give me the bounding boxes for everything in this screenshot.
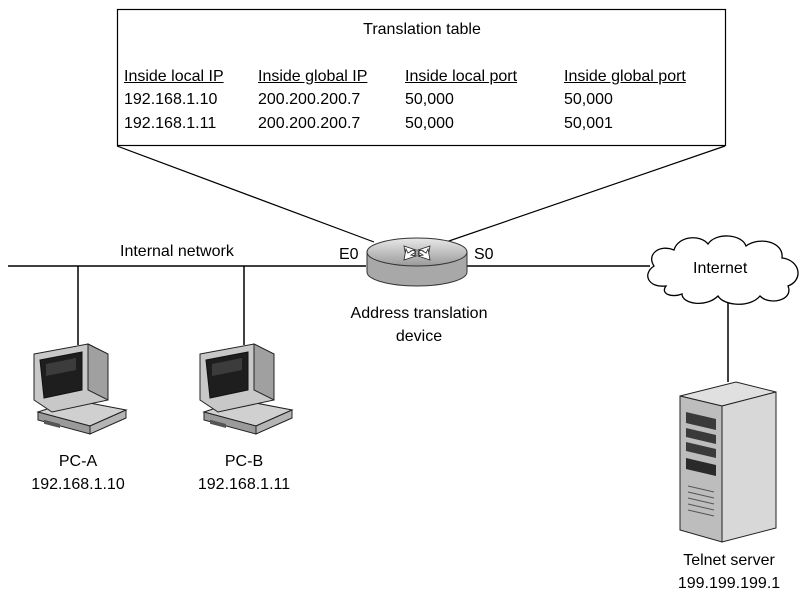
internal-network-label: Internal network <box>120 243 234 260</box>
cloud-icon <box>647 235 799 305</box>
s0-interface-label: S0 <box>474 246 494 263</box>
pc-b-name: PC-B <box>224 453 264 470</box>
table-cell: 50,000 <box>405 115 454 132</box>
server-ip: 199.199.199.1 <box>677 575 781 592</box>
table-header-inside-local-ip: Inside local IP <box>124 68 224 85</box>
desktop-pc-icon <box>199 343 294 435</box>
table-header-inside-global-port: Inside global port <box>564 68 686 85</box>
table-cell: 50,001 <box>564 115 613 132</box>
table-cell: 50,000 <box>564 91 613 108</box>
pc-b-ip: 192.168.1.11 <box>197 476 291 493</box>
router-icon <box>366 237 468 287</box>
tower-server-icon <box>679 381 777 543</box>
server-name: Telnet server <box>683 552 775 569</box>
e0-interface-label: E0 <box>339 246 359 263</box>
table-cell: 192.168.1.11 <box>124 115 217 132</box>
pc-a-ip: 192.168.1.10 <box>31 476 125 493</box>
table-cell: 200.200.200.7 <box>258 91 361 108</box>
translation-table-title: Translation table <box>363 21 481 38</box>
table-header-inside-local-port: Inside local port <box>405 68 518 85</box>
pc-a-name: PC-A <box>58 453 98 470</box>
callout-line-left <box>116 145 375 243</box>
table-cell: 200.200.200.7 <box>258 115 361 132</box>
callout-line-right <box>445 145 726 243</box>
translation-table-box <box>116 8 727 147</box>
table-cell: 192.168.1.10 <box>124 91 218 108</box>
table-cell: 50,000 <box>405 91 454 108</box>
table-header-inside-global-ip: Inside global IP <box>258 68 368 85</box>
internet-label: Internet <box>693 260 748 277</box>
router-label-line1: Address translation <box>350 305 488 322</box>
desktop-pc-icon <box>33 343 128 435</box>
router-label-line2: device <box>395 328 443 345</box>
